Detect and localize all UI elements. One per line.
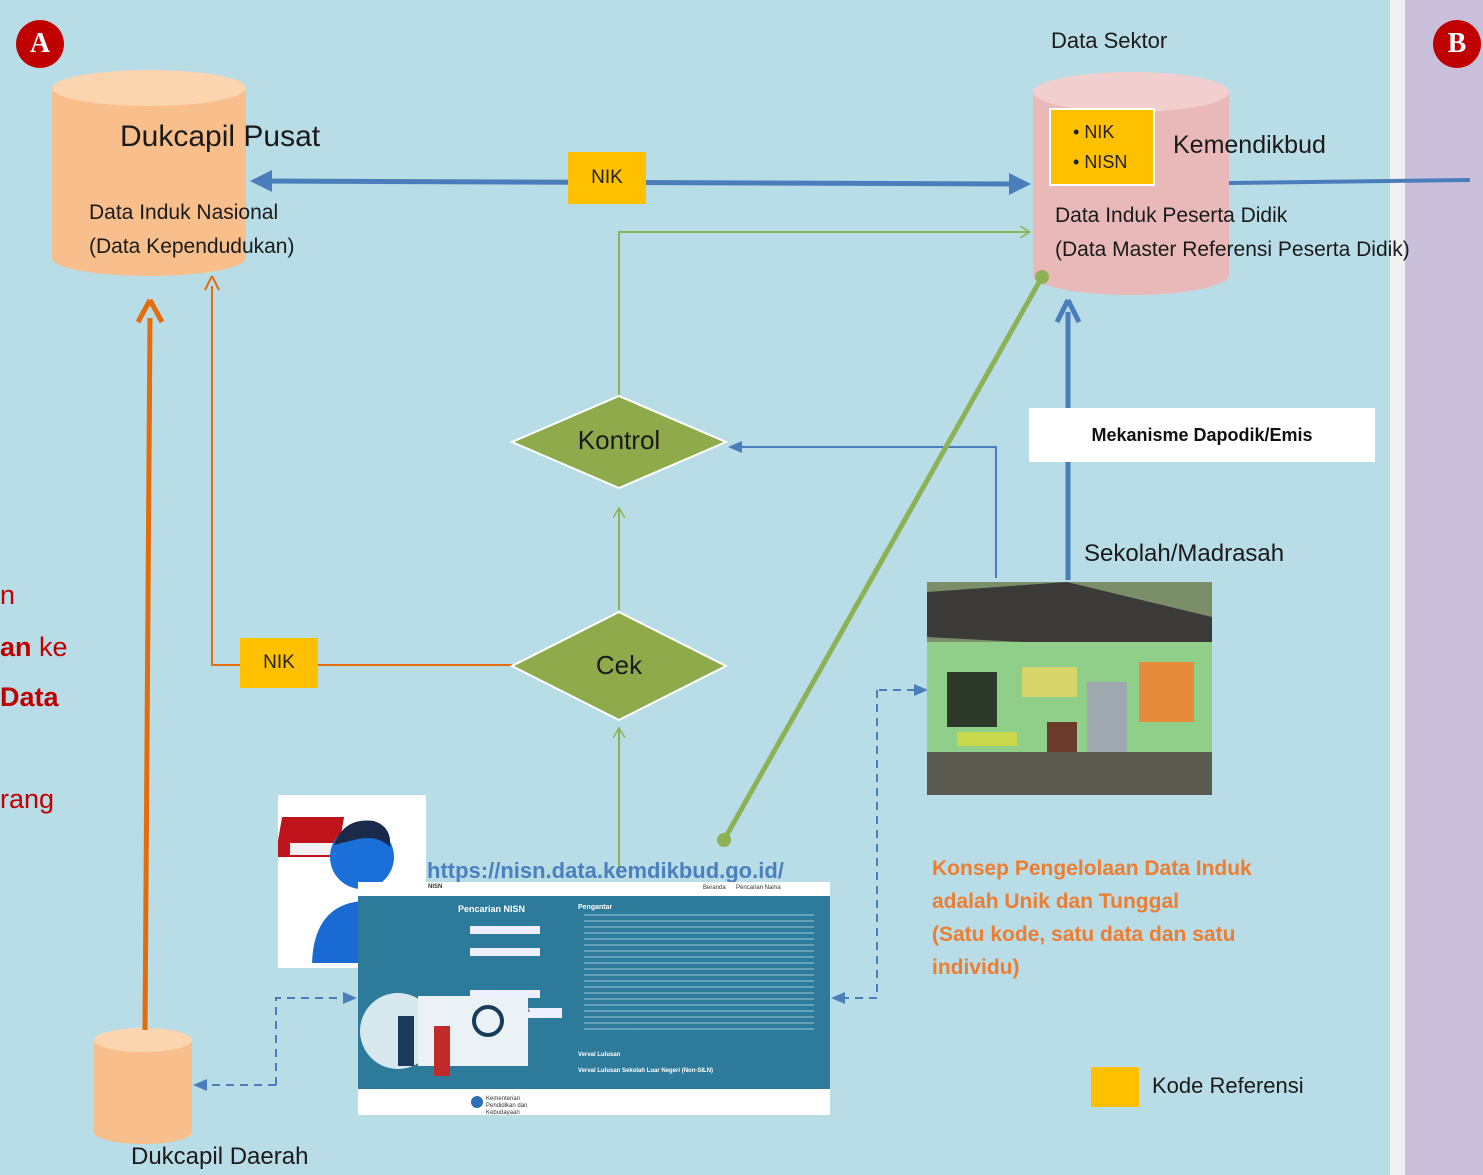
site-verval-title: Verval Lulusan xyxy=(578,1052,621,1058)
nik-code-top: NIK xyxy=(568,152,646,204)
dashed-arrowhead-photo xyxy=(914,684,928,696)
arrowhead-right xyxy=(1009,173,1031,195)
badge-b: B xyxy=(1433,20,1481,68)
school-photo xyxy=(927,582,1212,795)
legend-label: Kode Referensi xyxy=(1152,1073,1304,1098)
site-body: Pencarian NISN Cari Data Pengantar Verva… xyxy=(358,896,830,1089)
nik-code-left: NIK xyxy=(240,638,318,688)
left-cut-text-2: an ke xyxy=(0,628,68,666)
konsep-line: adalah Unik dan Tunggal xyxy=(932,890,1179,913)
photo-to-website-dashed xyxy=(840,690,878,999)
site-input-3[interactable] xyxy=(470,990,540,998)
code-item: • NIK xyxy=(1073,122,1115,142)
site-nav-beranda[interactable]: Beranda xyxy=(703,885,726,891)
kontrol-to-kemendikbud-line xyxy=(618,232,1030,395)
school-photo-illustration xyxy=(927,582,1212,795)
site-nav-pencarian[interactable]: Pencarian Nama xyxy=(736,885,781,891)
sekolah-label: Sekolah/Madrasah xyxy=(1084,540,1285,567)
site-intro-title: Pengantar xyxy=(578,904,613,911)
daerah-to-pusat-arrowhead xyxy=(135,298,165,324)
dashed-arrowhead-website-left xyxy=(343,992,357,1004)
dukcapil-daerah-cylinder xyxy=(94,1028,192,1144)
dukcapil-pusat-title: Dukcapil Pusat xyxy=(120,120,321,153)
left-cut-text-2b: ke xyxy=(31,632,68,662)
sekolah-to-kontrol-line xyxy=(740,446,997,578)
link-to-panel-b xyxy=(1228,178,1471,185)
site-input-2[interactable] xyxy=(470,948,540,956)
left-cut-text-4: rang xyxy=(0,784,55,814)
dukcapil-pusat-cylinder xyxy=(52,70,246,276)
kontrol-diamond xyxy=(509,394,729,490)
nisn-website-screenshot: NISN Beranda Pencarian Nama Pencarian NI… xyxy=(358,882,830,1115)
kontrol-label: Kontrol xyxy=(577,425,661,455)
kemendikbud-label: Kemendikbud xyxy=(1173,131,1326,159)
dukcapil-pusat-line2: (Data Kependudukan) xyxy=(89,235,295,258)
badge-a: A xyxy=(16,20,64,68)
arrowhead-left xyxy=(250,170,272,192)
site-verval-sln-title: Verval Lulusan Sekolah Luar Negeri (Non-… xyxy=(578,1068,714,1074)
left-cut-text-3: Data xyxy=(0,682,59,712)
cek-label: Cek xyxy=(595,650,643,680)
daerah-to-pusat-line xyxy=(142,317,153,1031)
cek-to-pusat-arrowhead xyxy=(204,275,220,291)
site-intro-text xyxy=(584,914,814,1034)
mekanisme-label: Mekanisme Dapodik/Emis xyxy=(1029,408,1375,462)
daerah-to-website-dashed xyxy=(275,997,345,1085)
cek-to-pusat-line xyxy=(211,286,512,666)
code-item: • NISN xyxy=(1073,152,1128,172)
data-sektor-line1: Data Induk Peserta Didik xyxy=(1055,204,1288,227)
diagonal-start-dot xyxy=(1035,270,1049,284)
dukcapil-daerah-label: Dukcapil Daerah xyxy=(131,1143,309,1170)
site-illustration xyxy=(360,993,528,1076)
left-cut-text-1: n xyxy=(0,580,16,610)
dashed-arrowhead-website xyxy=(831,992,845,1004)
kemendikbud-logo-icon xyxy=(471,1096,483,1108)
panel-b-background xyxy=(1405,0,1483,1175)
dukcapil-pusat-line1: Data Induk Nasional xyxy=(89,201,279,224)
left-cut-text-2a: an xyxy=(0,632,32,662)
konsep-line: (Satu kode, satu data dan satu xyxy=(932,923,1236,946)
kontrol-arrowhead xyxy=(728,441,742,453)
data-sektor-line2: (Data Master Referensi Peserta Didik) xyxy=(1055,238,1410,261)
site-footer-org: Kementerian Pendidikan dan Kebudayaan xyxy=(486,1096,528,1115)
dashed-arrowhead-daerah xyxy=(193,1079,207,1091)
konsep-line: Konsep Pengelolaan Data Induk xyxy=(932,857,1252,880)
dapodik-arrowhead xyxy=(1054,298,1082,324)
site-panel-title: Pencarian NISN xyxy=(458,904,526,914)
konsep-note: Konsep Pengelolaan Data Induk adalah Uni… xyxy=(932,852,1252,984)
website-to-kemendikbud-line xyxy=(721,275,1045,842)
nisn-url-link[interactable]: https://nisn.data.kemdikbud.go.id/ xyxy=(427,858,784,883)
site-header: NISN Beranda Pencarian Nama xyxy=(358,882,830,896)
site-brand: NISN xyxy=(428,884,443,890)
reference-codes-box: • NIK • NISN xyxy=(1049,108,1155,186)
legend-swatch xyxy=(1091,1067,1139,1107)
data-sektor-header: Data Sektor xyxy=(1051,28,1168,53)
diagonal-end-dot xyxy=(717,833,731,847)
konsep-line: individu) xyxy=(932,956,1020,979)
cek-diamond xyxy=(509,610,729,722)
site-input-1[interactable] xyxy=(470,926,540,934)
